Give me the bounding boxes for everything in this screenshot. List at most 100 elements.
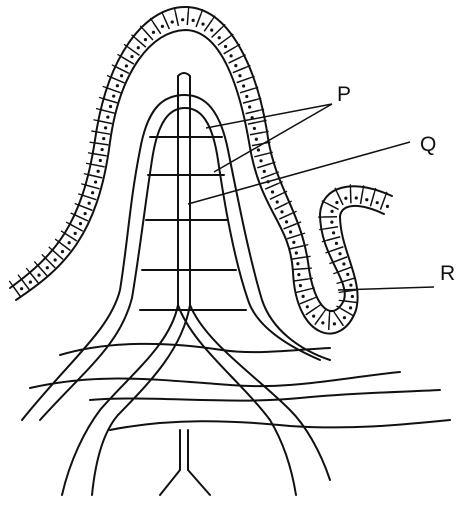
cell-nucleus: [296, 262, 299, 265]
cell-nucleus: [112, 94, 115, 97]
cell-divider: [104, 99, 117, 103]
cell-nucleus: [201, 22, 204, 25]
cell-divider: [284, 224, 297, 229]
cell-nucleus: [342, 262, 345, 265]
cell-divider: [237, 78, 250, 83]
cell-divider: [334, 257, 347, 262]
cross-vessel-middle: [30, 372, 400, 388]
cell-nucleus: [280, 210, 283, 213]
label-r: R: [440, 262, 455, 286]
cell-nucleus: [297, 273, 300, 276]
cell-nucleus: [101, 148, 104, 151]
leader-q: [188, 142, 410, 204]
cell-divider: [250, 132, 264, 134]
cross-vessel-lower: [90, 390, 440, 401]
cell-divider: [246, 110, 260, 113]
capillary-inner-loop: [40, 108, 320, 420]
microvillus: [337, 282, 342, 283]
cell-nucleus: [338, 252, 341, 255]
microvillus: [88, 153, 93, 154]
cell-nucleus: [88, 202, 91, 205]
cell-nucleus: [144, 38, 147, 41]
cell-nucleus: [330, 221, 333, 224]
cell-nucleus: [355, 196, 358, 199]
cell-nucleus: [116, 84, 119, 87]
bottom-trunk: [160, 430, 210, 495]
cell-divider: [233, 67, 246, 72]
cell-nucleus: [344, 197, 347, 200]
cell-nucleus: [343, 316, 346, 319]
cell-nucleus: [245, 95, 248, 98]
cell-divider: [344, 301, 358, 303]
microvillus: [18, 275, 21, 279]
cell-divider: [164, 16, 170, 29]
epithelium-outer-outline: [10, 7, 392, 311]
cell-divider: [279, 213, 292, 219]
leader-r: [338, 287, 434, 290]
cell-divider: [12, 285, 20, 296]
cell-nucleus: [68, 241, 71, 244]
cell-nucleus: [306, 305, 309, 308]
cell-nucleus: [137, 46, 140, 49]
cell-nucleus: [242, 84, 245, 87]
microvillus: [323, 309, 326, 313]
leader-p-upper: [206, 104, 332, 128]
cell-nucleus: [330, 210, 333, 213]
cell-nucleus: [335, 201, 338, 204]
microvillus: [49, 247, 53, 250]
cell-divider: [101, 110, 115, 113]
cell-nucleus: [102, 137, 105, 140]
cell-divider: [300, 299, 313, 304]
cell-divider: [275, 203, 288, 209]
cell-nucleus: [104, 126, 107, 129]
cell-nucleus: [79, 222, 82, 225]
cell-divider: [292, 257, 306, 259]
cell-divider: [261, 174, 274, 179]
cell-nucleus: [299, 284, 302, 287]
microvillus: [34, 261, 37, 265]
cell-nucleus: [130, 55, 133, 58]
cell-divider: [327, 237, 341, 241]
cell-nucleus: [234, 64, 237, 67]
cell-divider: [243, 100, 257, 104]
cell-nucleus: [161, 25, 164, 28]
cell-divider: [287, 235, 300, 239]
cell-nucleus: [351, 295, 354, 298]
cell-nucleus: [109, 105, 112, 108]
cell-divider: [116, 67, 129, 73]
cell-nucleus: [312, 315, 315, 318]
cell-divider: [107, 88, 120, 93]
cell-nucleus: [333, 322, 336, 325]
cell-nucleus: [120, 74, 123, 77]
cell-nucleus: [74, 232, 77, 235]
cell-divider: [329, 316, 330, 330]
cell-nucleus: [238, 74, 241, 77]
cell-nucleus: [94, 180, 97, 183]
cell-divider: [296, 289, 310, 292]
cell-nucleus: [171, 20, 174, 23]
label-q: Q: [420, 133, 436, 157]
microvillus: [363, 185, 364, 190]
epithelium-layer: [10, 7, 392, 334]
cell-nucleus: [54, 258, 57, 261]
cell-divider: [324, 227, 338, 229]
microvillus: [322, 240, 327, 241]
cell-divider: [187, 11, 188, 25]
cell-nucleus: [253, 127, 256, 130]
cell-nucleus: [321, 321, 324, 324]
cell-nucleus: [224, 45, 227, 48]
cell-divider: [330, 247, 343, 252]
cell-divider: [341, 278, 354, 282]
cell-nucleus: [84, 212, 87, 215]
cell-divider: [341, 308, 353, 315]
microvillus: [9, 281, 12, 285]
cell-divider: [380, 196, 385, 209]
cell-divider: [248, 121, 262, 124]
cell-nucleus: [181, 18, 184, 21]
cell-nucleus: [192, 19, 195, 22]
cell-divider: [175, 12, 178, 26]
cell-divider: [294, 279, 308, 281]
cell-nucleus: [210, 29, 213, 32]
cell-divider: [265, 184, 278, 190]
